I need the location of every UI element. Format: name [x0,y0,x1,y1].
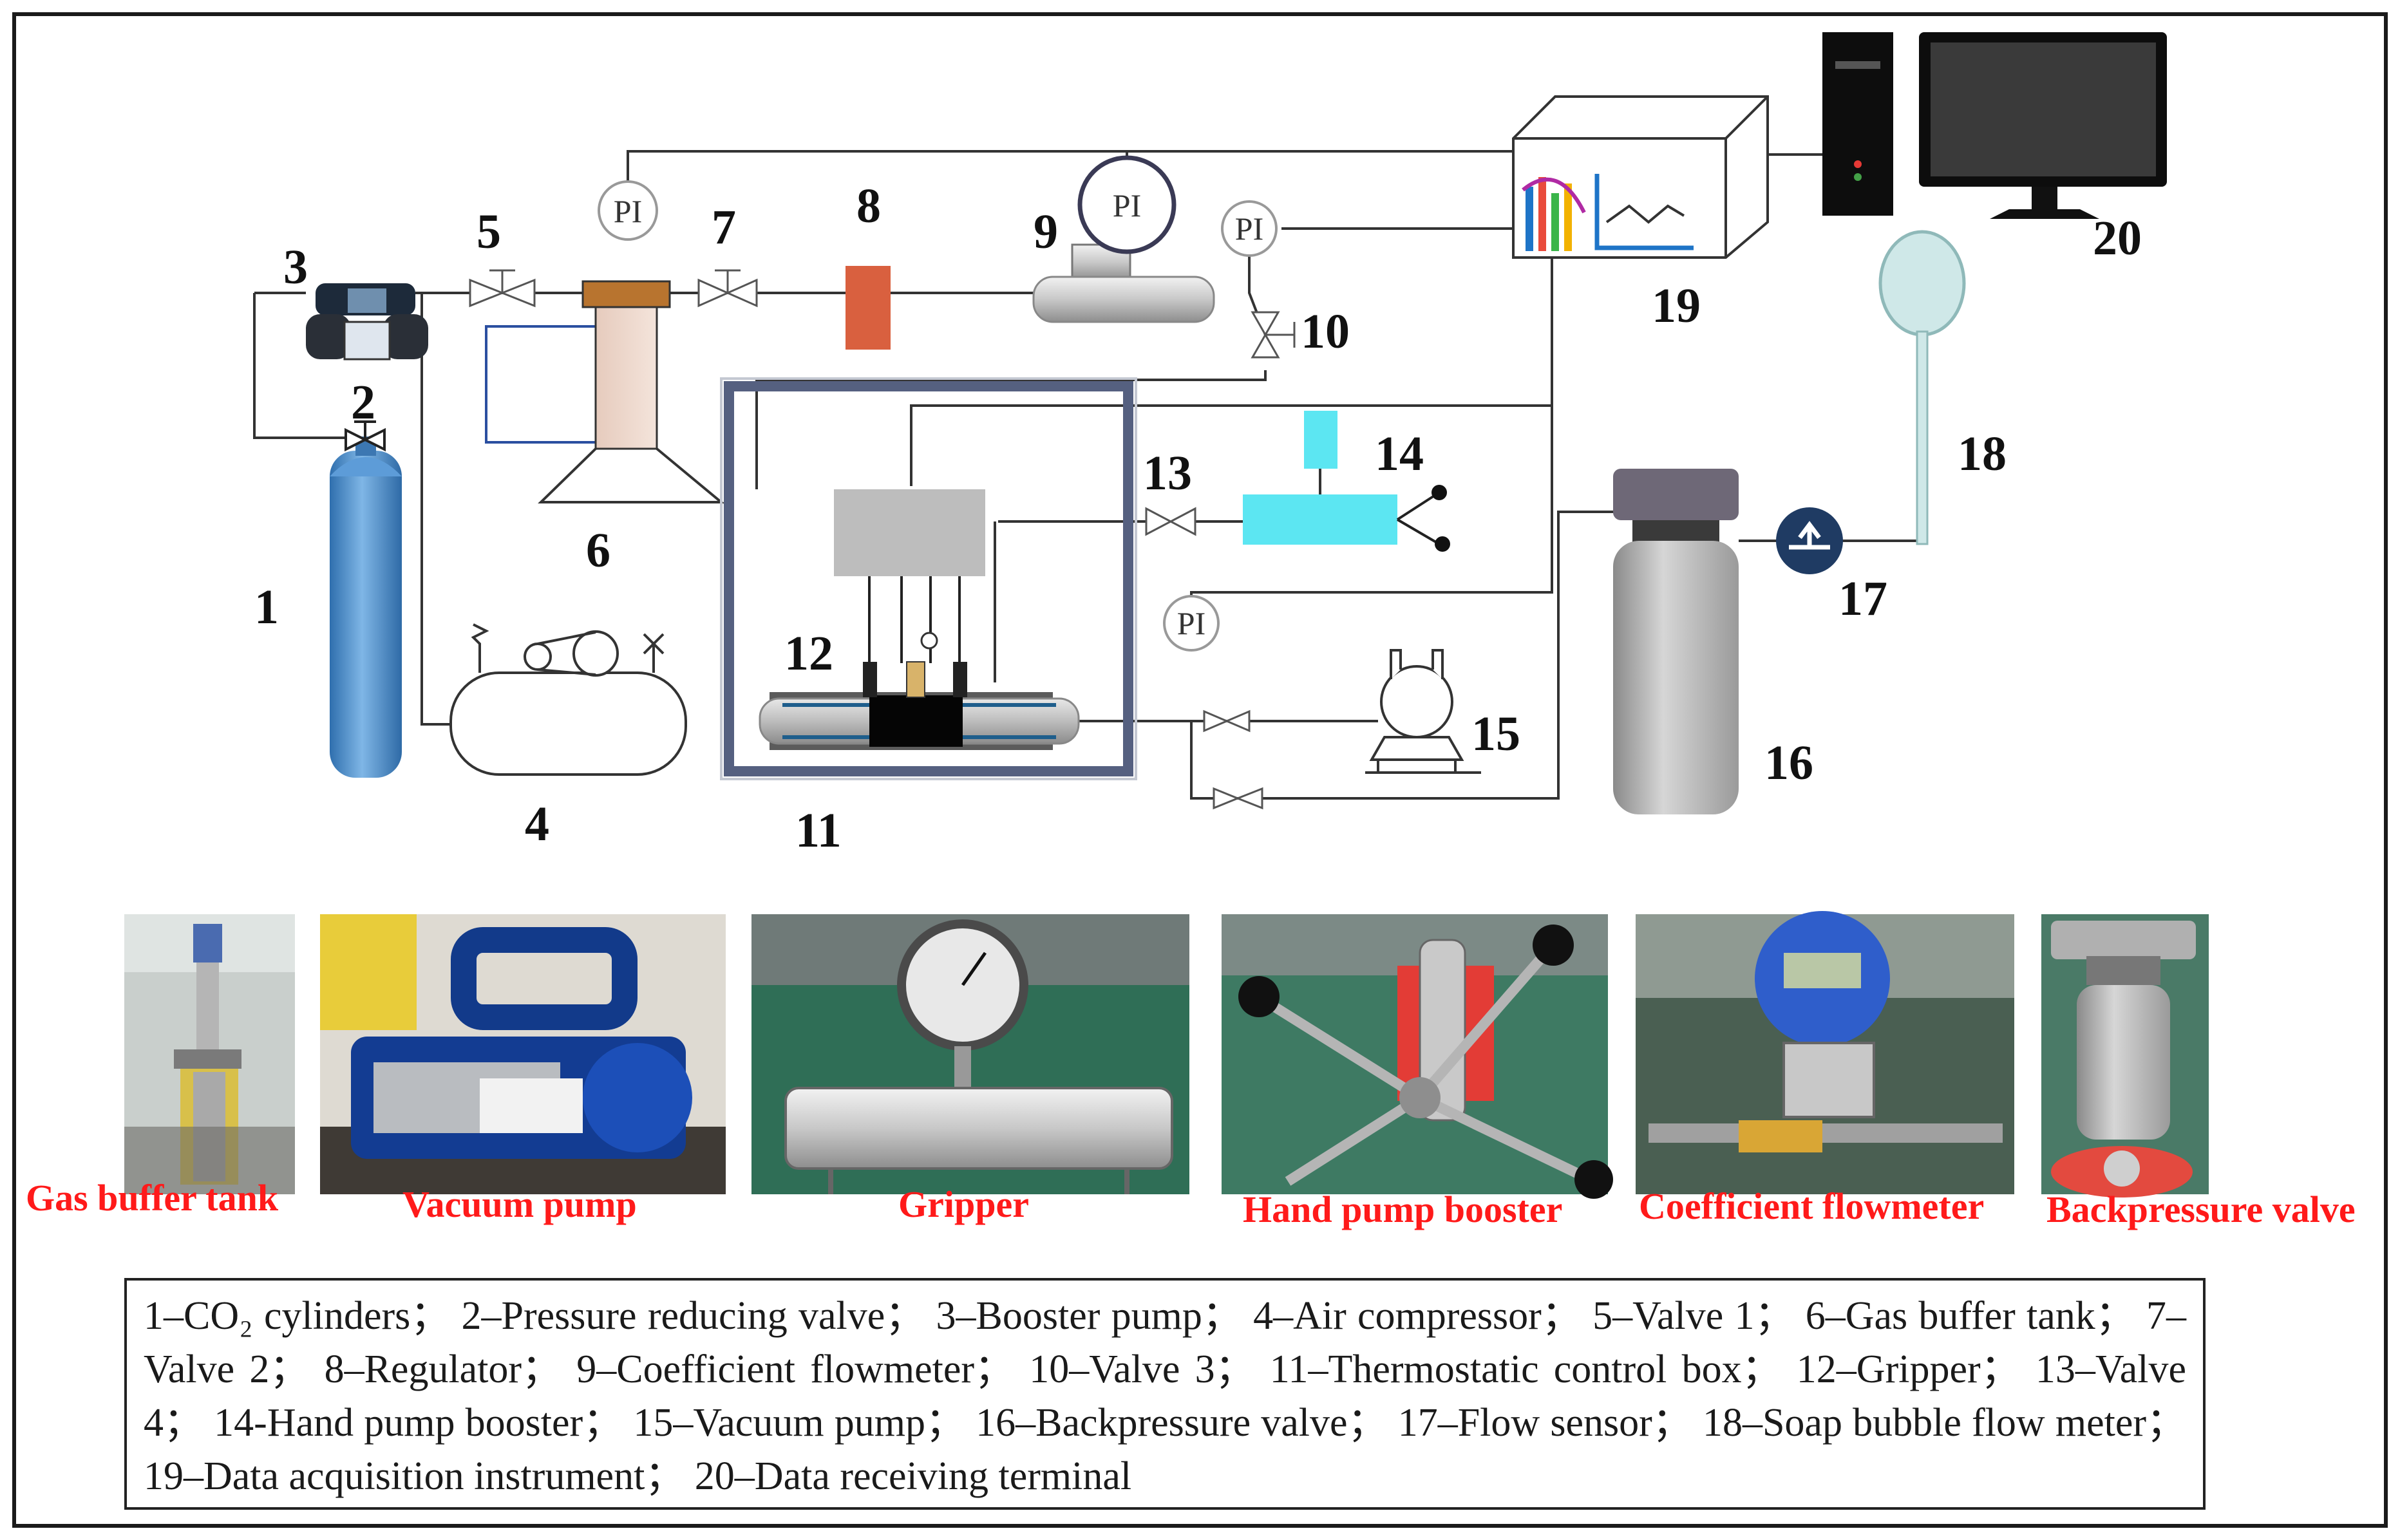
piping [253,150,1923,800]
label-9: 9 [1034,205,1058,259]
figure-border [12,12,2388,1528]
label-18: 18 [1958,427,2007,481]
label-17: 17 [1838,572,1887,626]
photo-label-hand-pump-booster: Hand pump booster [1243,1188,1562,1230]
label-3: 3 [283,240,308,294]
valve-5 [469,269,536,308]
valve-7 [697,269,758,308]
valve-lower-1 [1203,709,1251,733]
pi-gauge-4: PI [1163,595,1220,652]
label-12: 12 [784,626,833,681]
booster-pump [306,283,428,361]
flow-sensor [1776,507,1843,574]
valve-lower-2 [1213,787,1263,810]
label-13: 13 [1143,446,1192,500]
svg-text:PI: PI [1177,605,1205,641]
photo-hand-pump-booster [1222,914,1613,1199]
label-11: 11 [795,803,842,858]
gripper [759,489,1080,750]
svg-text:PI: PI [1113,187,1141,223]
legend-box: 1–CO₂ cylinders； 2–Pressure reducing val… [124,1278,2206,1510]
label-19: 19 [1652,279,1701,333]
label-20: 20 [2093,211,2142,265]
regulator [846,266,891,350]
photo-strip: Gas buffer tank Vacuum pump Gripper Hand… [26,911,2356,1230]
photo-gas-buffer-tank [124,914,295,1194]
soap-bubble-flow-meter [1878,230,1966,545]
label-4: 4 [525,797,549,851]
vacuum-pump [1365,649,1481,774]
photo-backpressure-valve [2041,914,2209,1197]
valve-13 [1145,507,1196,536]
valve-10 [1251,311,1296,359]
backpressure-valve [1613,469,1739,814]
label-16: 16 [1764,736,1813,790]
label-6: 6 [586,523,610,578]
coefficient-flowmeter [1032,243,1215,323]
svg-text:PI: PI [1235,211,1263,247]
legend-text: 1–CO₂ cylinders； 2–Pressure reducing val… [144,1294,2186,1498]
label-2: 2 [351,375,375,429]
data-receiving-terminal [1822,32,2167,219]
pressure-reducing-valve [345,420,386,452]
photo-vacuum-pump [320,914,726,1194]
photo-label-backpressure-valve: Backpressure valve [2046,1188,2356,1230]
co2-cylinder [330,437,402,778]
label-8: 8 [856,179,881,233]
component-numbers: 1 2 3 4 5 6 7 8 9 10 11 12 13 14 15 16 1… [254,179,2142,858]
label-14: 14 [1375,427,1424,481]
gas-buffer-tank [485,280,725,503]
pi-gauge-2: PI [1077,155,1176,254]
photo-label-coefficient-flowmeter: Coefficient flowmeter [1639,1185,1984,1227]
svg-text:PI: PI [614,193,642,229]
air-compressor [449,623,687,776]
label-5: 5 [477,205,501,259]
label-10: 10 [1301,305,1350,359]
thermostatic-control-box [720,377,1137,780]
photo-gripper [751,914,1189,1194]
photo-label-vacuum-pump: Vacuum pump [402,1183,637,1225]
hand-pump-booster [1243,411,1450,552]
data-acquisition-instrument [1512,95,1769,259]
pi-gauge-1: PI [598,180,658,241]
photo-label-gripper: Gripper [898,1183,1029,1225]
label-7: 7 [712,200,736,254]
label-1: 1 [254,580,279,634]
pi-gauge-3: PI [1221,200,1278,257]
photo-label-gas-buffer-tank: Gas buffer tank [26,1177,279,1219]
photo-coefficient-flowmeter [1636,911,2014,1194]
label-15: 15 [1471,707,1520,761]
